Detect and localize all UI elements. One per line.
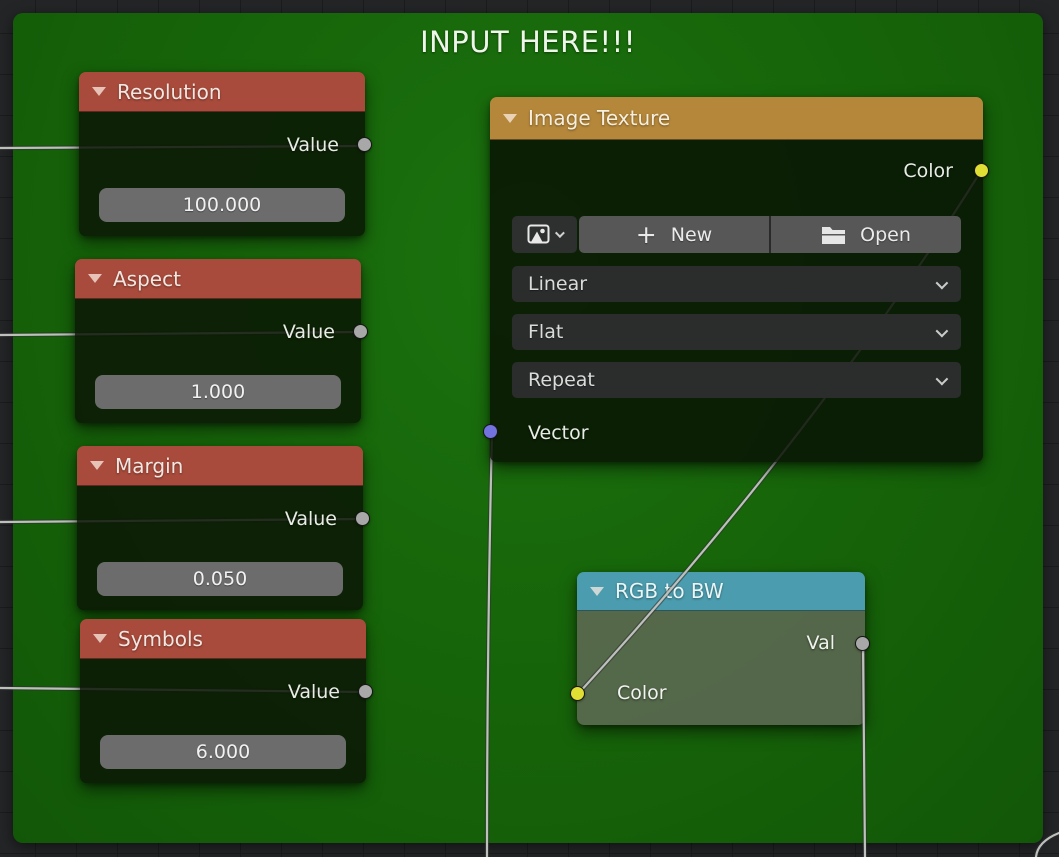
node-header-resolution[interactable]: Resolution <box>79 72 365 112</box>
socket-texture-vector-input[interactable] <box>483 424 498 439</box>
node-rgb-to-bw[interactable]: RGB to BW Val Color <box>577 572 865 725</box>
input-label-vector: Vector <box>528 422 589 444</box>
collapse-toggle-icon[interactable] <box>88 274 102 283</box>
output-label-value: Value <box>286 134 339 156</box>
symbols-value-field[interactable]: 6.000 <box>100 735 346 769</box>
output-label-value: Value <box>282 321 335 343</box>
chevron-down-icon <box>554 228 565 239</box>
node-title: Symbols <box>118 626 203 651</box>
resolution-value-field[interactable]: 100.000 <box>99 188 345 222</box>
projection-select[interactable]: Flat <box>512 314 961 350</box>
chevron-down-icon <box>935 324 949 337</box>
output-label-value: Value <box>284 508 337 530</box>
output-label-val: Val <box>806 632 835 654</box>
node-header-image-texture[interactable]: Image Texture <box>490 97 983 140</box>
image-icon <box>527 224 550 244</box>
new-button-label: New <box>670 223 713 246</box>
output-label-color: Color <box>903 160 953 182</box>
socket-rgb-color-input[interactable] <box>570 686 585 701</box>
socket-resolution-value-output[interactable] <box>357 137 372 152</box>
socket-margin-value-output[interactable] <box>355 511 370 526</box>
chevron-down-icon <box>935 276 949 289</box>
collapse-toggle-icon[interactable] <box>93 634 107 643</box>
socket-symbols-value-output[interactable] <box>358 684 373 699</box>
interpolation-value: Linear <box>528 273 588 295</box>
chevron-down-icon <box>935 372 949 385</box>
frame-title: INPUT HERE!!! <box>420 25 636 59</box>
node-title: RGB to BW <box>615 579 724 603</box>
projection-value: Flat <box>528 321 564 343</box>
node-margin[interactable]: Margin Value 0.050 <box>77 446 370 610</box>
open-image-button[interactable]: Open <box>771 216 961 253</box>
collapse-toggle-icon[interactable] <box>90 461 104 470</box>
node-title: Margin <box>115 453 184 478</box>
collapse-toggle-icon[interactable] <box>503 113 517 123</box>
interpolation-select[interactable]: Linear <box>512 266 961 302</box>
input-label-color: Color <box>617 682 667 704</box>
new-image-button[interactable]: + New <box>579 216 771 253</box>
node-symbols[interactable]: Symbols Value 6.000 <box>80 619 373 783</box>
node-title: Image Texture <box>528 106 671 130</box>
node-aspect[interactable]: Aspect Value 1.000 <box>75 259 368 423</box>
node-resolution[interactable]: Resolution Value 100.000 <box>79 72 372 236</box>
open-button-label: Open <box>860 223 911 246</box>
node-title: Aspect <box>113 266 181 291</box>
collapse-toggle-icon[interactable] <box>590 586 604 596</box>
node-image-texture[interactable]: Image Texture Color + New <box>483 97 989 462</box>
node-header-margin[interactable]: Margin <box>77 446 363 486</box>
socket-rgb-val-output[interactable] <box>855 636 870 651</box>
node-header-aspect[interactable]: Aspect <box>75 259 361 299</box>
node-title: Resolution <box>117 79 222 104</box>
image-browser-button[interactable] <box>512 216 577 253</box>
socket-aspect-value-output[interactable] <box>353 324 368 339</box>
collapse-toggle-icon[interactable] <box>92 87 106 96</box>
margin-value-field[interactable]: 0.050 <box>97 562 343 596</box>
extension-value: Repeat <box>528 369 595 391</box>
folder-icon <box>822 226 846 244</box>
node-header-symbols[interactable]: Symbols <box>80 619 366 659</box>
output-label-value: Value <box>287 681 340 703</box>
node-header-rgb-to-bw[interactable]: RGB to BW <box>577 572 865 611</box>
aspect-value-field[interactable]: 1.000 <box>95 375 341 409</box>
extension-select[interactable]: Repeat <box>512 362 961 398</box>
socket-texture-color-output[interactable] <box>974 163 989 178</box>
